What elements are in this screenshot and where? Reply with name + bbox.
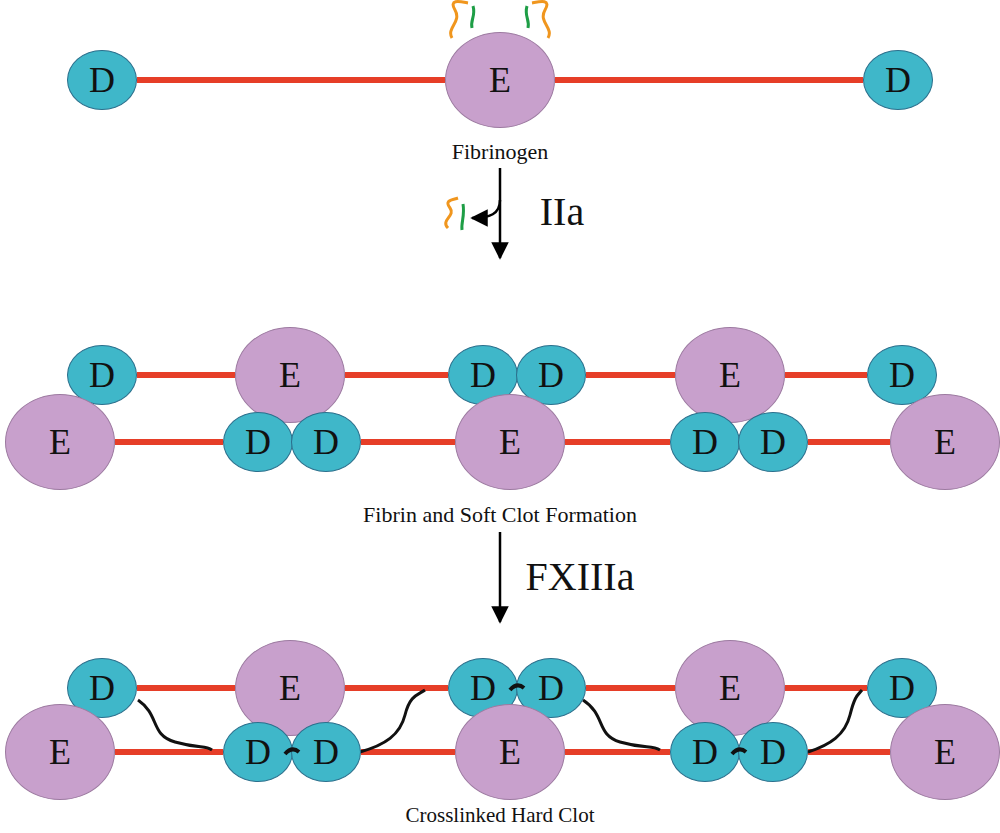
release-arrow (472, 200, 500, 218)
stage-caption: Fibrin and Soft Clot Formation (363, 503, 637, 527)
fibrin-chain (808, 439, 890, 445)
e-domain: E (455, 394, 565, 490)
d-domain: D (291, 412, 361, 472)
fibrin-chain (586, 372, 675, 378)
domain-letter: D (89, 670, 115, 706)
e-domain: E (235, 327, 345, 423)
enzyme-label: IIa (540, 190, 584, 234)
crosslink (808, 690, 862, 752)
e-domain: E (5, 394, 115, 490)
d-domain: D (738, 412, 808, 472)
domain-letter: D (313, 734, 339, 770)
domain-letter: E (489, 62, 511, 98)
domain-letter: E (934, 734, 956, 770)
domain-letter: D (760, 424, 786, 460)
d-domain: D (223, 722, 293, 782)
d-domain: D (223, 412, 293, 472)
domain-letter: D (245, 424, 271, 460)
domain-letter: D (760, 734, 786, 770)
domain-letter: D (538, 357, 564, 393)
domain-letter: D (692, 424, 718, 460)
domain-letter: D (538, 670, 564, 706)
fibrin-chain (361, 439, 455, 445)
fibrin-chain (808, 749, 890, 755)
d-domain: D (863, 50, 933, 110)
e-domain: E (455, 704, 565, 800)
domain-letter: D (470, 357, 496, 393)
domain-letter: E (719, 357, 741, 393)
fibrin-chain (565, 749, 670, 755)
d-domain: D (738, 722, 808, 782)
domain-letter: E (934, 424, 956, 460)
e-domain: E (890, 394, 1000, 490)
reaction-arrow (499, 532, 502, 622)
domain-letter: D (313, 424, 339, 460)
domain-letter: D (889, 670, 915, 706)
fibrin-chain (345, 685, 448, 691)
fibrin-chain (586, 685, 675, 691)
reaction-arrow (499, 168, 502, 258)
fibrin-chain (345, 372, 448, 378)
domain-letter: E (499, 424, 521, 460)
fibrin-chain (137, 685, 235, 691)
domain-letter: E (279, 670, 301, 706)
crosslink (138, 700, 212, 750)
stage-caption: Crosslinked Hard Clot (406, 804, 595, 827)
d-domain: D (67, 50, 137, 110)
fibrinopeptide-a (451, 2, 468, 38)
released-peptide (446, 198, 458, 228)
domain-letter: D (89, 357, 115, 393)
domain-letter: E (279, 357, 301, 393)
fibrin-chain (137, 77, 445, 83)
domain-letter: E (499, 734, 521, 770)
e-domain: E (890, 704, 1000, 800)
fibrinopeptide-b (526, 6, 528, 28)
e-domain: E (675, 327, 785, 423)
fibrin-chain (115, 439, 223, 445)
fibrinopeptide-b (472, 6, 474, 28)
fibrin-chain (137, 372, 235, 378)
released-peptide (462, 204, 464, 230)
fibrin-chain (565, 439, 670, 445)
fibrinopeptide-a (532, 2, 549, 38)
d-domain: D (670, 412, 740, 472)
domain-letter: D (245, 734, 271, 770)
enzyme-label: FXIIIa (526, 555, 635, 599)
fibrin-chain (785, 372, 867, 378)
e-domain: E (5, 704, 115, 800)
d-domain: D (291, 722, 361, 782)
d-domain: D (670, 722, 740, 782)
stage-caption: Fibrinogen (452, 140, 549, 164)
domain-letter: E (49, 424, 71, 460)
fibrin-chain (115, 749, 223, 755)
domain-letter: D (470, 670, 496, 706)
fibrin-chain (555, 77, 863, 83)
crosslink (360, 690, 425, 752)
fibrin-chain (361, 749, 455, 755)
fibrin-chain (785, 685, 867, 691)
domain-letter: D (885, 62, 911, 98)
e-domain: E (445, 32, 555, 128)
domain-letter: D (889, 357, 915, 393)
domain-letter: E (49, 734, 71, 770)
crosslink (583, 700, 660, 750)
domain-letter: D (692, 734, 718, 770)
domain-letter: E (719, 670, 741, 706)
domain-letter: D (89, 62, 115, 98)
